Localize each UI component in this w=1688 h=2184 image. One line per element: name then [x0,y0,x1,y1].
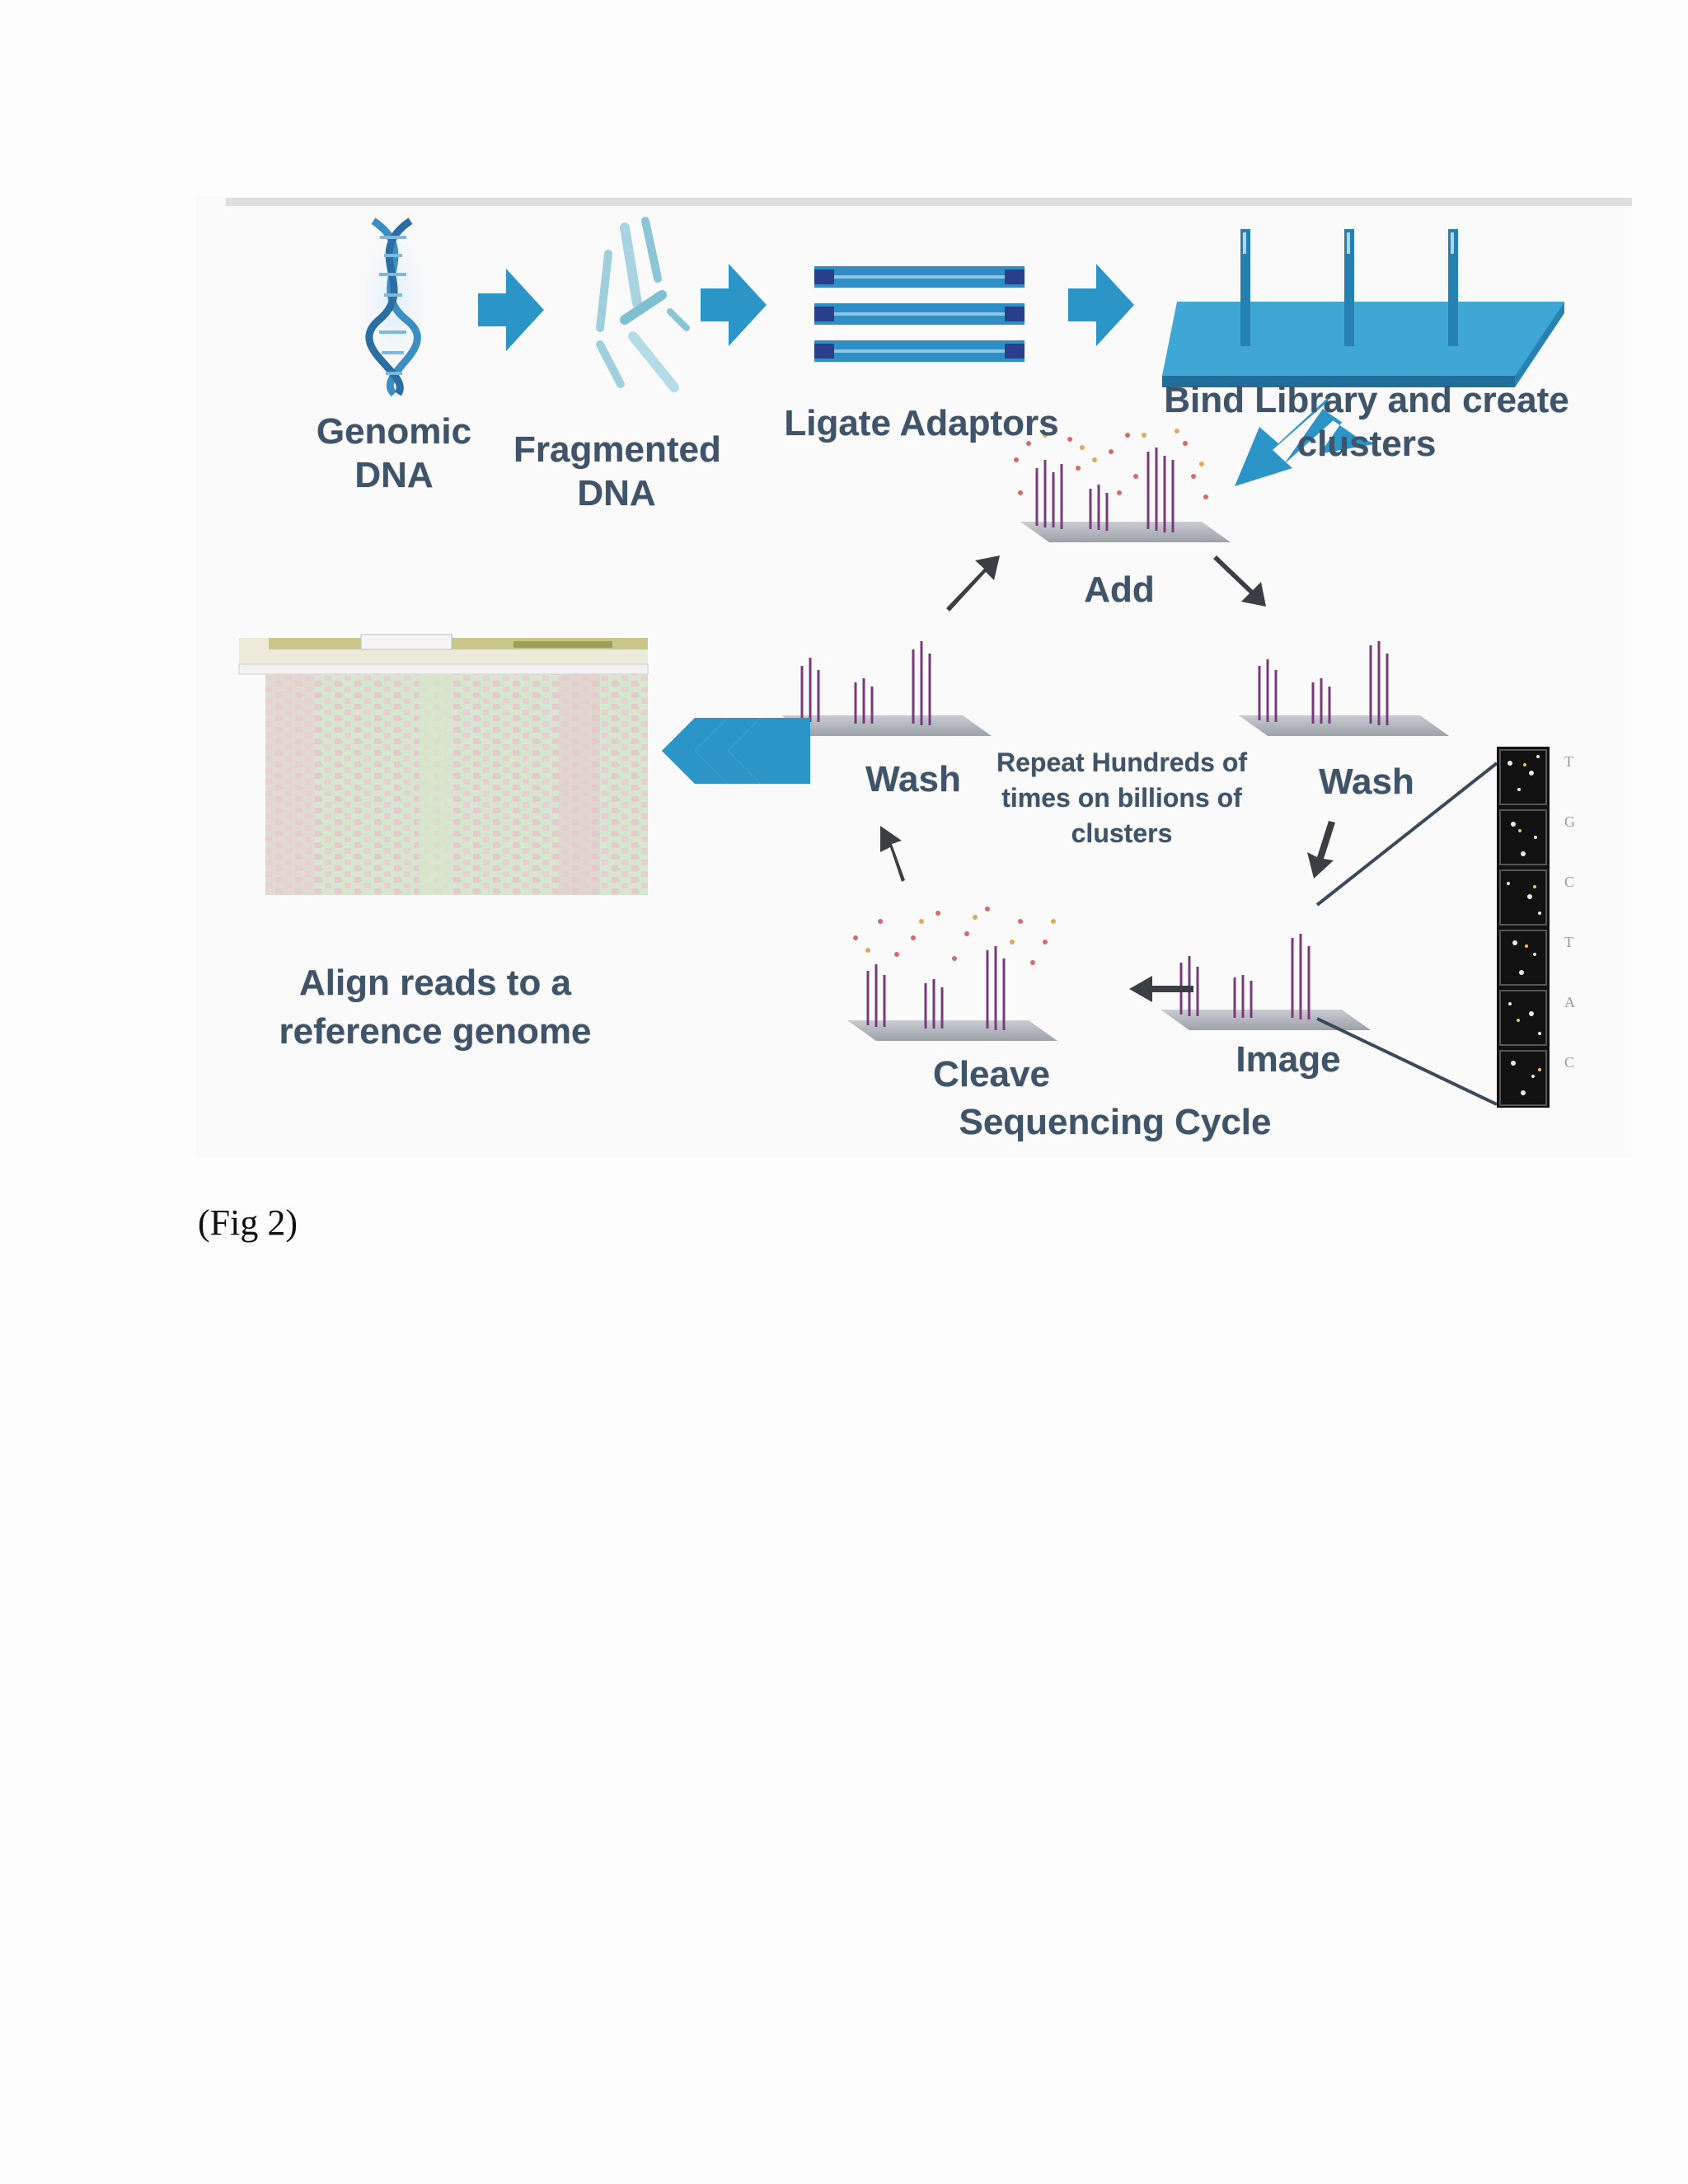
base-letter: T [1564,753,1573,770]
label-sequencing-cycle: Sequencing Cycle [959,1102,1272,1142]
arrow-down-left-icon [1283,409,1377,465]
label-add: Add [1084,569,1155,610]
diagram-graphics [226,198,1632,1108]
arrow-down-right-icon [1213,555,1266,607]
label-fragmented-dna: Fragmented DNA [513,429,721,513]
cluster-plate-wash-left [781,641,992,736]
alignment-view-image [238,634,649,895]
base-letter-list: T G C T A C [1564,753,1584,1114]
adaptor-strands-icon [814,266,1025,362]
cluster-plate-add [1014,429,1231,542]
arrow-right-icon [701,264,767,346]
figure-caption: (Fig 2) [198,1202,298,1243]
label-repeat: Repeat Hundreds of times on billions of … [996,748,1248,849]
label-bind-library: Bind Library and create clusters [1164,380,1569,464]
dna-fragments-icon [596,217,690,392]
dna-helix-icon [349,213,439,397]
top-rule [226,198,1632,206]
label-cleave: Cleave [933,1054,1050,1094]
base-letter: C [1564,874,1575,890]
cluster-plate-cleave [847,907,1057,1041]
arrow-right-icon [1068,264,1134,346]
cluster-plate-image [1160,934,1371,1030]
label-wash-right: Wash [1319,762,1414,802]
base-letter: C [1564,1054,1575,1071]
arrow-left-chevrons-icon [662,718,810,784]
arrow-right-icon [478,269,544,351]
arrow-left-icon [1129,976,1193,1002]
arrow-into-add-icon [1235,394,1332,486]
arrow-up-right-icon [946,555,1000,612]
cycle-arrows [880,555,1335,1002]
base-letter: A [1564,994,1575,1010]
label-ligate-adaptors: Ligate Adaptors [784,403,1059,443]
label-wash-left: Wash [865,759,961,799]
base-call-images [1315,747,1550,1108]
base-letter: T [1564,934,1573,950]
label-image: Image [1236,1039,1341,1080]
label-genomic-dna: Genomic DNA [316,411,472,495]
label-align-reads: Align reads to a reference genome [279,963,592,1052]
cluster-plate-wash-right [1239,641,1449,736]
arrow-up-icon [880,826,905,882]
base-letter: G [1564,813,1575,830]
arrow-down-icon [1307,821,1335,879]
flow-cell-icon [1162,229,1564,387]
sequencing-workflow-diagram: T G C T A C Genomic DNA Fragmented DNA L… [196,196,1632,1157]
